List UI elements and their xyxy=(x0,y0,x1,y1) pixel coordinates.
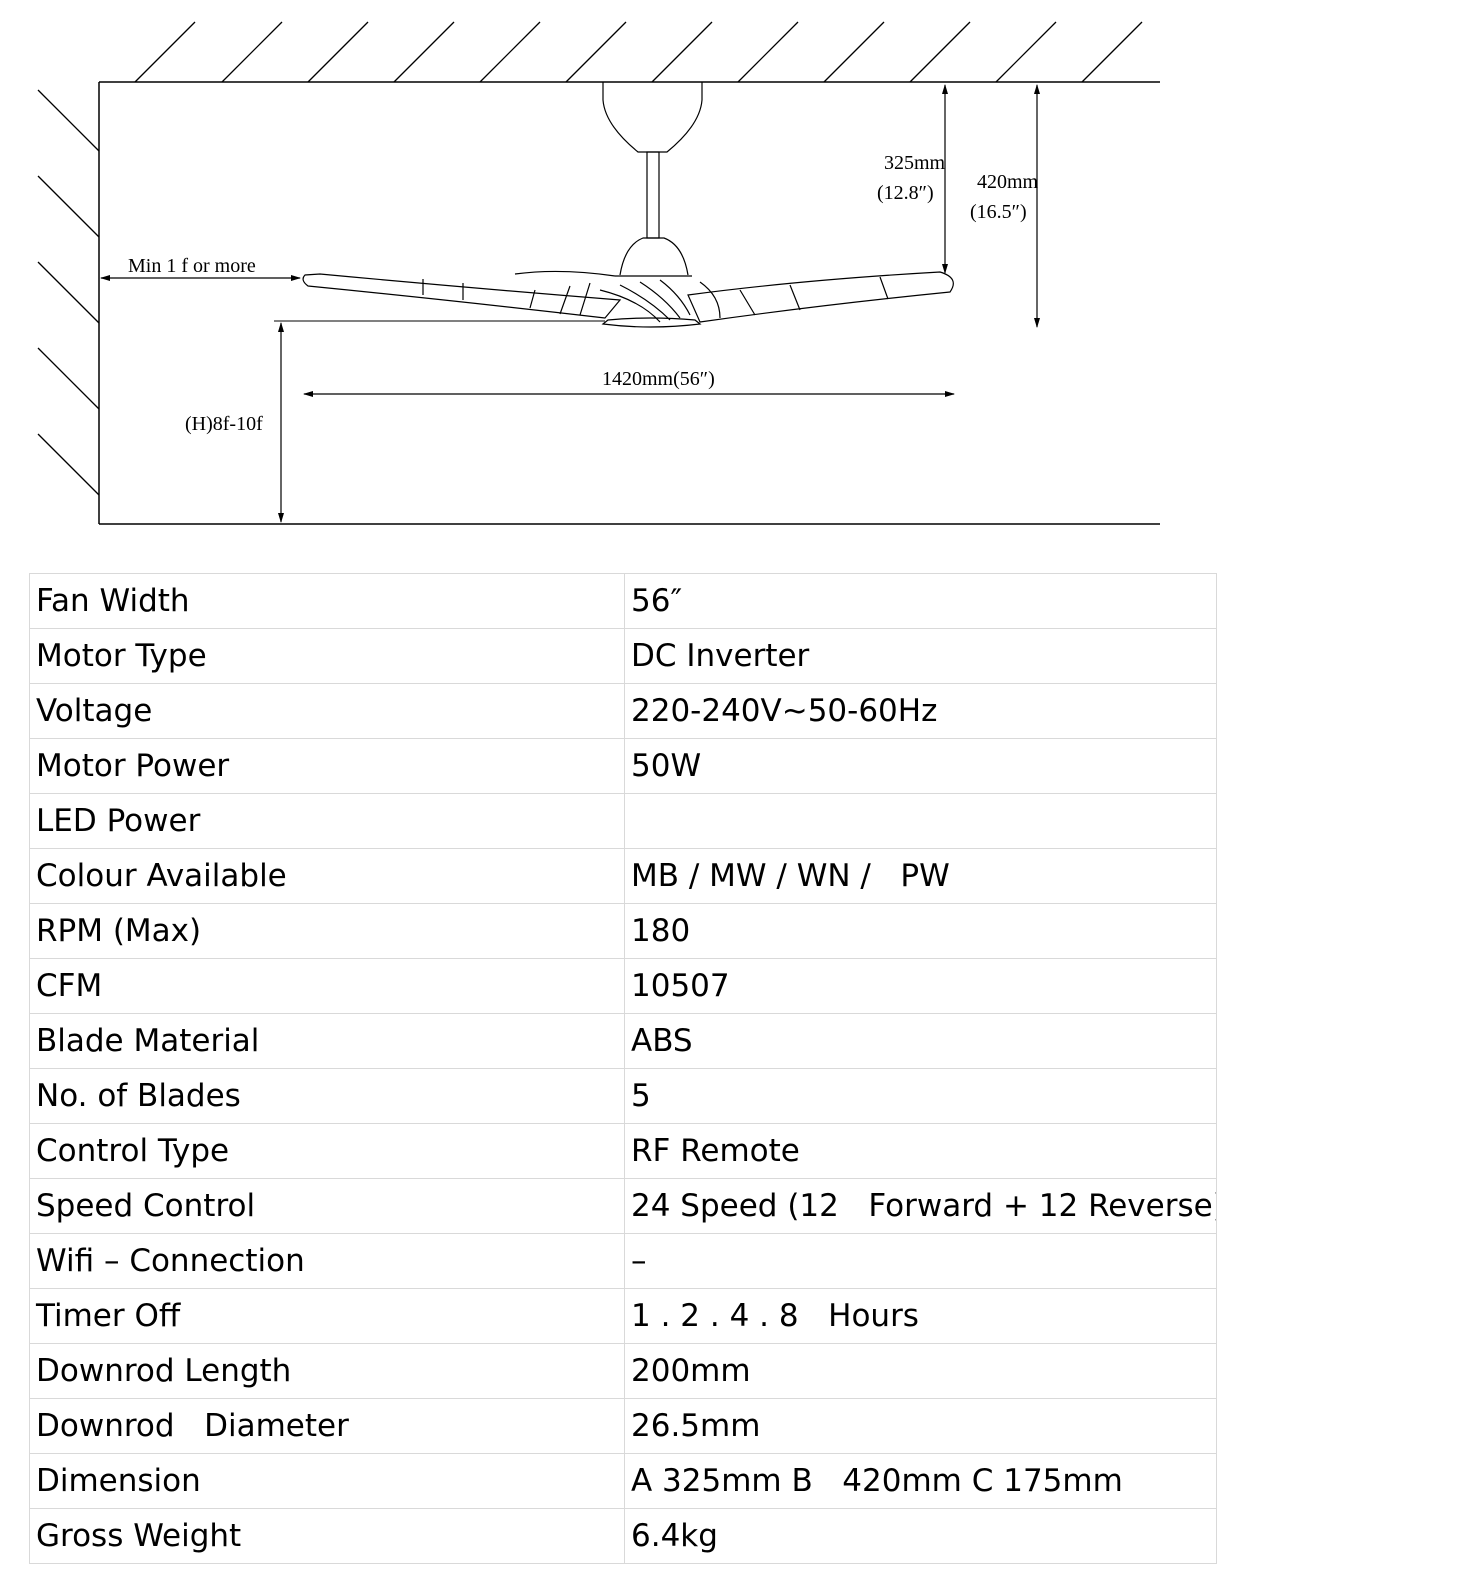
dim-a-mm-label: 325mm xyxy=(884,152,946,174)
spec-value: DC Inverter xyxy=(624,628,1217,684)
spec-label: Speed Control xyxy=(29,1178,625,1234)
spec-label: Colour Available xyxy=(29,848,625,904)
spec-value: 5 xyxy=(624,1068,1217,1124)
spec-value: 6.4kg xyxy=(624,1508,1217,1564)
table-row: RPM (Max)180 xyxy=(29,903,1217,959)
spec-label: Timer Off xyxy=(29,1288,625,1344)
blade-span-label: 1420mm(56″) xyxy=(602,368,715,390)
table-row: LED Power xyxy=(29,793,1217,849)
spec-label: Wifi – Connection xyxy=(29,1233,625,1289)
spec-label: RPM (Max) xyxy=(29,903,625,959)
spec-value: 180 xyxy=(624,903,1217,959)
spec-value: 200mm xyxy=(624,1343,1217,1399)
spec-label: Motor Type xyxy=(29,628,625,684)
spec-value: – xyxy=(624,1233,1217,1289)
spec-value: MB / MW / WN / PW xyxy=(624,848,1217,904)
spec-value: 10507 xyxy=(624,958,1217,1014)
min-clearance-label: Min 1 f or more xyxy=(128,255,256,277)
dim-b-mm-label: 420mm xyxy=(977,171,1039,193)
spec-label: Downrod Diameter xyxy=(29,1398,625,1454)
dim-b-inch-label: (16.5″) xyxy=(970,201,1027,223)
spec-value: 24 Speed (12 Forward + 12 Reverse) xyxy=(624,1178,1217,1234)
spec-value: ABS xyxy=(624,1013,1217,1069)
spec-label: Gross Weight xyxy=(29,1508,625,1564)
spec-label: CFM xyxy=(29,958,625,1014)
spec-value: 56″ xyxy=(624,573,1217,629)
spec-value: 26.5mm xyxy=(624,1398,1217,1454)
spec-value xyxy=(624,793,1217,849)
ceiling-fan-drawing xyxy=(302,82,954,328)
ceiling-hatching xyxy=(134,21,1143,83)
spec-label: Downrod Length xyxy=(29,1343,625,1399)
spec-value: RF Remote xyxy=(624,1123,1217,1179)
spec-label: Control Type xyxy=(29,1123,625,1179)
spec-label: Blade Material xyxy=(29,1013,625,1069)
spec-label: LED Power xyxy=(29,793,625,849)
table-row: Wifi – Connection– xyxy=(29,1233,1217,1289)
wall-hatching xyxy=(37,89,100,496)
spec-label: Voltage xyxy=(29,683,625,739)
spec-label: Dimension xyxy=(29,1453,625,1509)
spec-value: 50W xyxy=(624,738,1217,794)
ceiling-fan-dimension-diagram: Min 1 f or more 1420mm(56″) (H)8f-10f 32… xyxy=(37,21,1160,525)
spec-value: 220-240V~50-60Hz xyxy=(624,683,1217,739)
spec-label: Motor Power xyxy=(29,738,625,794)
dim-a-inch-label: (12.8″) xyxy=(877,182,934,204)
height-range-label: (H)8f-10f xyxy=(185,413,263,435)
spec-value: A 325mm B 420mm C 175mm xyxy=(624,1453,1217,1509)
spec-label: Fan Width xyxy=(29,573,625,629)
spec-value: 1 . 2 . 4 . 8 Hours xyxy=(624,1288,1217,1344)
spec-label: No. of Blades xyxy=(29,1068,625,1124)
